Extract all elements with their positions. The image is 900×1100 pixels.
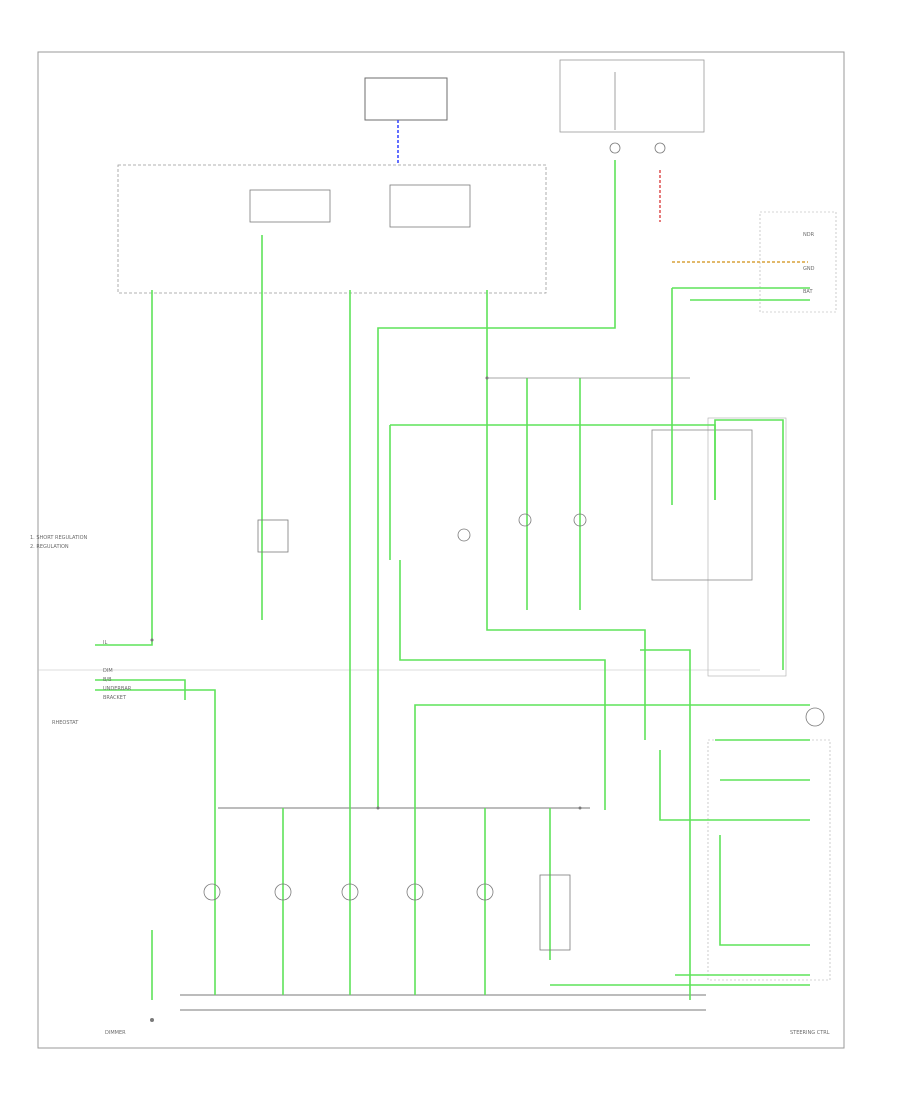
outer-frame <box>37 51 845 1049</box>
left-pin-4: UNDERBAR <box>103 686 132 692</box>
components <box>203 142 825 951</box>
left-connector-label: RHEOSTAT <box>52 720 79 726</box>
switch-module <box>651 429 753 581</box>
top-right-box <box>559 59 705 133</box>
wire-left-b <box>95 679 186 700</box>
wire-right-vertical <box>640 649 691 1000</box>
top-fuse-box <box>364 77 448 121</box>
bottom-ground-label: DIMMER <box>105 1030 126 1036</box>
wire-lower-horizontal <box>414 704 810 808</box>
junction-dots <box>150 376 582 1022</box>
wire-left-main <box>95 290 153 646</box>
green-wires <box>95 160 810 1000</box>
right-panel-dashed <box>707 417 787 677</box>
right-lower-dashed <box>707 739 831 981</box>
wire-left-c <box>95 689 216 808</box>
right-pin-3: BAT <box>803 289 813 295</box>
relay-box-1 <box>249 189 331 223</box>
relay-box-2 <box>389 184 471 228</box>
wire-right-feed <box>659 750 810 821</box>
wire-mid-loop <box>399 560 606 810</box>
left-pin-5: BRACKET <box>103 695 127 701</box>
left-legend-2: 2. REGULATION <box>30 544 69 550</box>
right-pin-2: GND <box>803 266 815 272</box>
left-pin-1: IL <box>103 640 108 646</box>
wire-mid-3b <box>486 610 646 740</box>
wire-top-loop <box>390 424 716 500</box>
wire-right-lower <box>719 835 810 946</box>
wire-right-loop <box>714 419 784 670</box>
bottom-right-block-label: STEERING CTRL <box>790 1030 830 1036</box>
main-module-dashed <box>117 164 547 294</box>
left-pin-3: B/B <box>103 677 112 683</box>
left-pin-2: DIM <box>103 668 113 674</box>
left-legend-1: 1. SHORT REGULATION <box>30 535 88 541</box>
wire-mid-2 <box>377 160 616 808</box>
right-pin-1: NDR <box>803 232 815 238</box>
